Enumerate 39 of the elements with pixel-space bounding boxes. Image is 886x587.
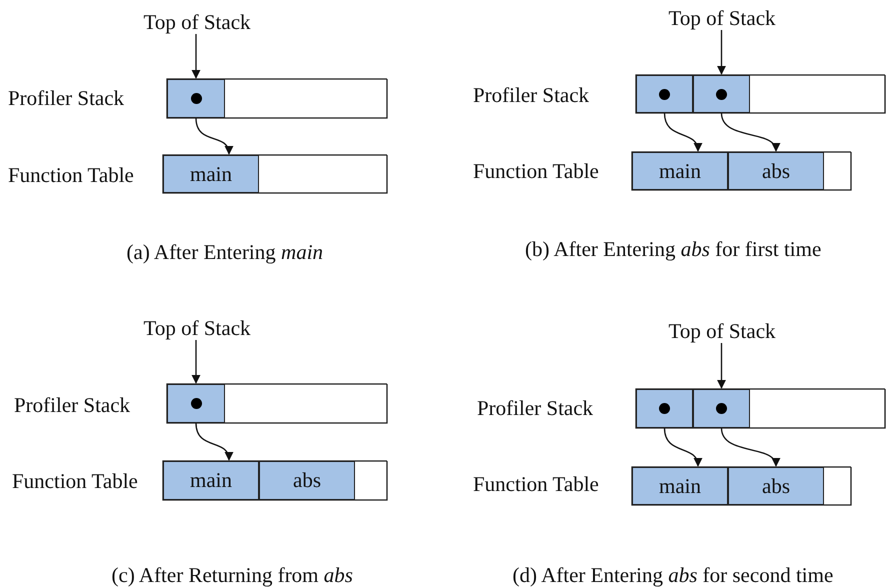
function-table-cell: main — [632, 152, 728, 190]
row-label: Function Table — [8, 163, 134, 187]
function-table-cell: abs — [728, 152, 824, 190]
pointer-label: Top of Stack — [668, 6, 776, 30]
pointer-label: Top of Stack — [668, 319, 776, 343]
row-label: Profiler Stack — [477, 396, 594, 420]
stack-frame-cell — [693, 75, 750, 113]
pointer-label: Top of Stack — [144, 10, 251, 34]
arrow — [720, 112, 779, 152]
stack-frame-cell — [636, 389, 693, 428]
function-table-cell: abs — [728, 467, 824, 505]
pointer-label: Top of Stack — [144, 316, 251, 340]
row-label: Profiler Stack — [8, 86, 124, 110]
row-label: Profiler Stack — [473, 83, 590, 107]
arrow — [192, 34, 200, 79]
panel-caption: (b) After Entering abs for first time — [525, 237, 822, 261]
function-table-cell: main — [163, 155, 259, 193]
row-label: Function Table — [12, 469, 138, 493]
function-table-cell: main — [163, 461, 259, 500]
row-label: Function Table — [473, 472, 599, 496]
arrow — [664, 428, 702, 467]
stack-frame-cell — [167, 384, 225, 423]
function-table-cell: main — [632, 467, 728, 505]
stack-frame-cell — [636, 75, 693, 113]
panel-caption: (c) After Returning from abs — [112, 563, 353, 587]
panel-caption: (d) After Entering abs for second time — [512, 563, 834, 587]
row-label: Profiler Stack — [14, 393, 130, 417]
arrow — [195, 118, 232, 155]
arrow — [664, 112, 702, 152]
stack-frame-cell — [167, 79, 225, 118]
arrow — [717, 30, 726, 75]
arrow — [717, 343, 726, 389]
arrow — [720, 428, 779, 467]
arrow — [192, 340, 200, 384]
row-label: Function Table — [473, 159, 599, 183]
panel-caption: (a) After Entering main — [126, 240, 324, 264]
arrow — [195, 422, 232, 461]
stack-frame-cell — [693, 389, 750, 428]
function-table-cell: abs — [259, 461, 355, 500]
